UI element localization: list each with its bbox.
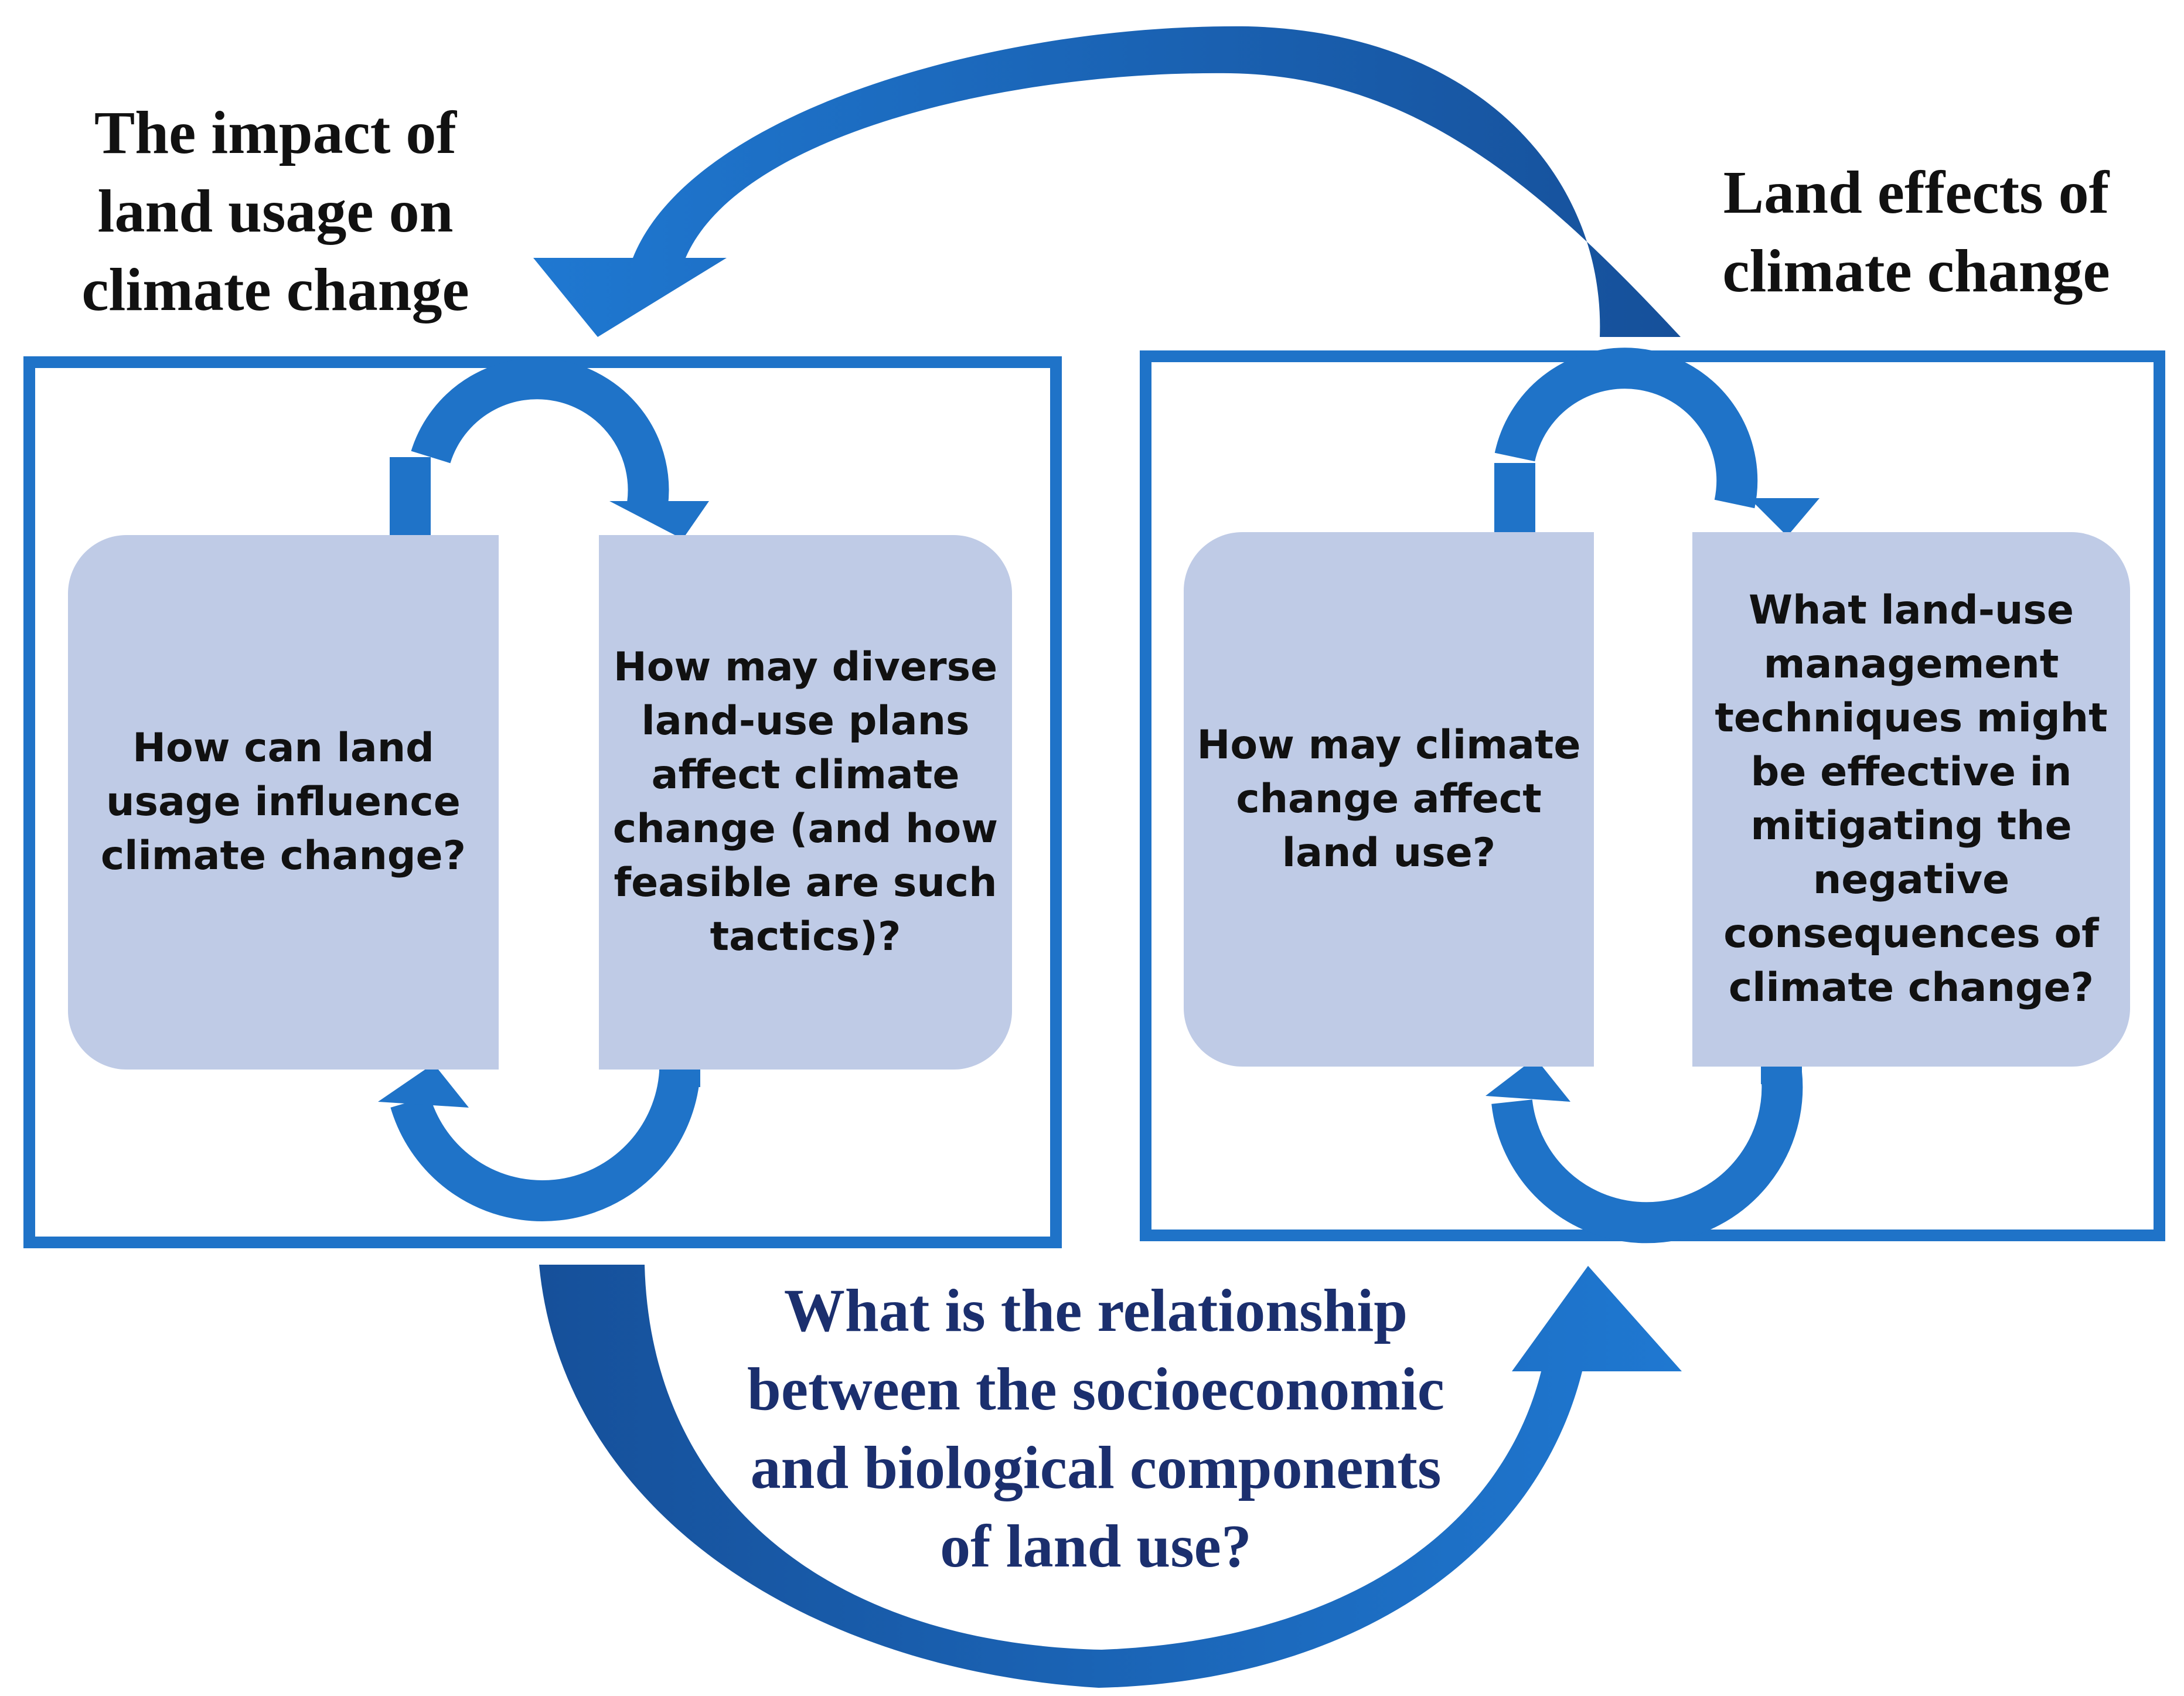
title-line: climate change — [1722, 237, 2110, 305]
question-line: consequences of — [1723, 911, 2099, 957]
question-line: land-use plans — [641, 698, 970, 744]
title-line: Land effects of — [1723, 159, 2110, 226]
question-line: What land-use — [1748, 587, 2074, 634]
question-line: techniques might — [1715, 695, 2108, 741]
question-line: usage influence — [106, 779, 461, 825]
question-line: mitigating the — [1750, 803, 2072, 849]
top-arc-arrow-icon — [533, 26, 1681, 338]
left-bottom-cycle-arrow-icon — [378, 1064, 700, 1221]
title-land-effects-of-climate-change: Land effects of climate change — [1688, 154, 2145, 311]
central-question-line: of land use? — [940, 1513, 1252, 1580]
right-bottom-cycle-arrow-icon — [1485, 1058, 1803, 1244]
question-line: negative — [1812, 857, 2010, 903]
question-line: How can land — [132, 725, 434, 771]
question-line: change (and how — [612, 806, 999, 852]
question-line: be effective in — [1750, 749, 2072, 795]
central-question-relationship: What is the relationship between the soc… — [691, 1272, 1500, 1586]
central-question-line: and biological components — [750, 1434, 1442, 1501]
title-impact-of-land-usage: The impact of land usage on climate chan… — [41, 94, 510, 329]
question-line: How may diverse — [613, 644, 998, 690]
central-question-line: between the socioeconomic — [747, 1356, 1444, 1423]
title-line: land usage on — [97, 178, 454, 245]
left-top-cycle-arrow-icon — [390, 358, 709, 539]
question-line: feasible are such — [614, 860, 997, 906]
question-line: management — [1763, 641, 2059, 687]
bottom-arc-arrow-icon — [539, 1265, 1682, 1688]
question-line: climate change? — [100, 833, 466, 879]
question-line: affect climate — [651, 752, 960, 798]
question-line: land use? — [1282, 830, 1496, 876]
right-top-cycle-arrow-icon — [1494, 348, 1820, 536]
question-box-climate-affect-land-use: How may climate change affect land use? — [1184, 532, 1594, 1067]
question-box-management-techniques: What land-use management techniques migh… — [1692, 532, 2130, 1067]
title-line: climate change — [81, 256, 469, 323]
question-line: climate change? — [1728, 965, 2094, 1011]
central-question-line: What is the relationship — [783, 1277, 1408, 1344]
question-box-land-use-plans: How may diverse land-use plans affect cl… — [599, 535, 1012, 1070]
question-box-land-usage-influence: How can land usage influence climate cha… — [68, 535, 499, 1070]
question-line: change affect — [1236, 776, 1542, 822]
question-line: tactics)? — [710, 914, 901, 960]
title-line: The impact of — [94, 99, 457, 166]
question-line: How may climate — [1197, 722, 1581, 768]
